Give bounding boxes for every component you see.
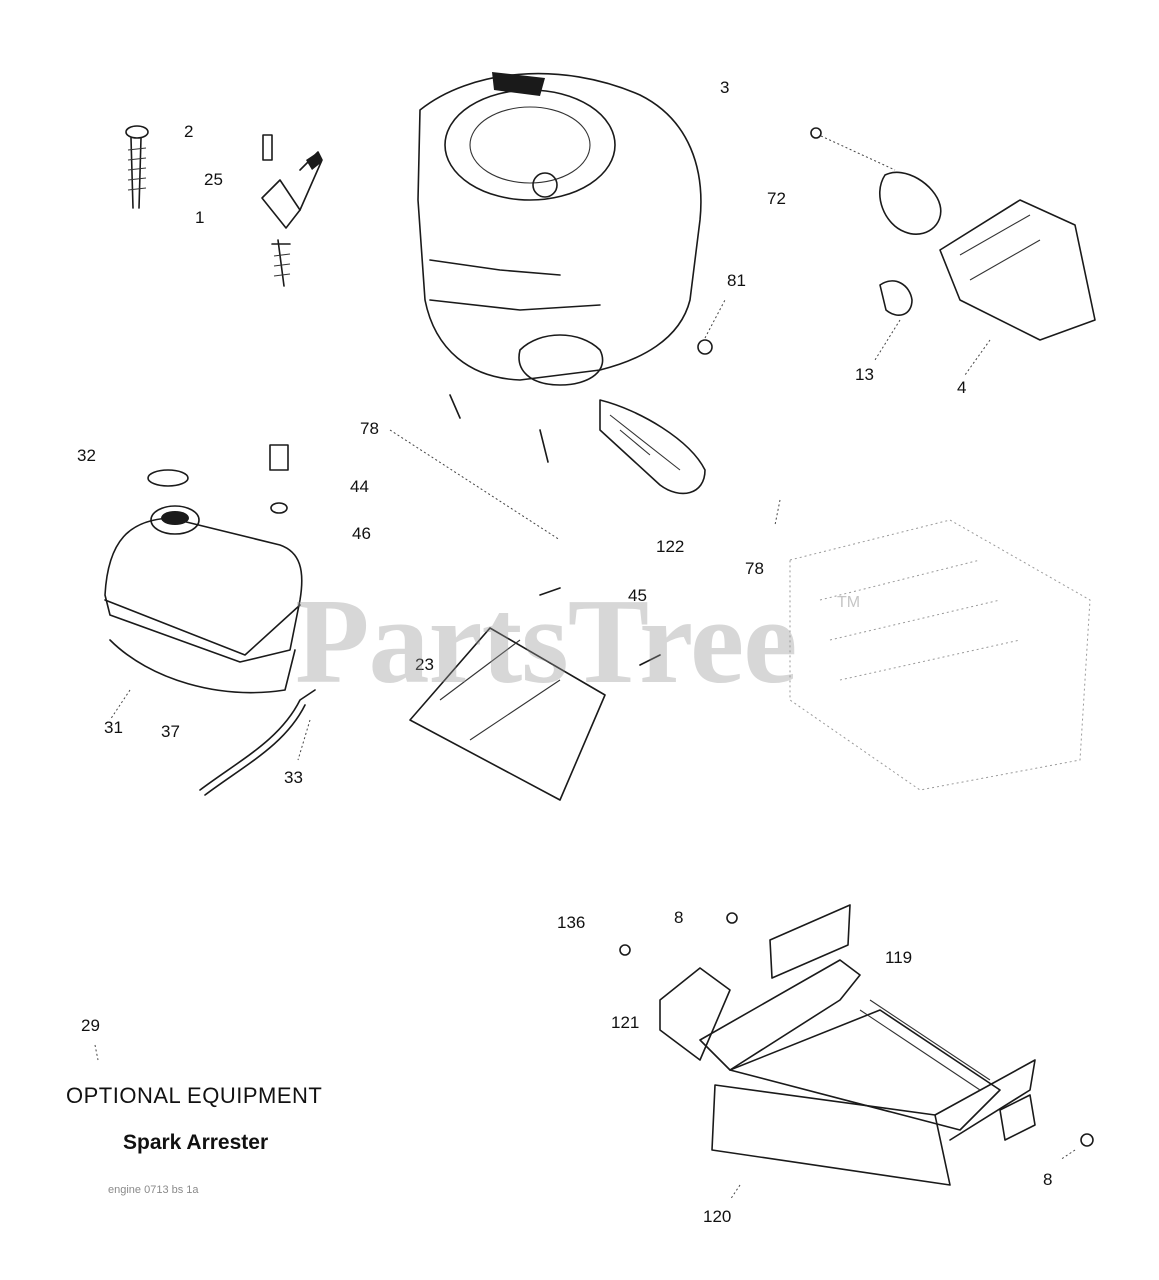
fine-print: engine 0713 bs 1a xyxy=(108,1184,199,1196)
callout-3: 3 xyxy=(720,78,729,97)
callout-72: 72 xyxy=(767,189,786,208)
callout-labels: 1 2 25 3 72 81 13 4 78 32 44 46 122 78 4… xyxy=(77,78,1052,1226)
spark-arrester-assembly xyxy=(94,904,1094,1201)
callout-1: 1 xyxy=(195,208,204,227)
callout-121: 121 xyxy=(611,1013,639,1032)
optional-equipment-title: OPTIONAL EQUIPMENT xyxy=(66,1083,323,1108)
callout-119: 119 xyxy=(885,948,912,967)
callout-8-top: 8 xyxy=(674,908,683,927)
callout-8-bottom: 8 xyxy=(1043,1170,1052,1189)
callout-31: 31 xyxy=(104,718,123,737)
background-grid-part xyxy=(789,519,1091,791)
callout-13: 13 xyxy=(855,365,874,384)
fuel-tank-part xyxy=(104,444,316,796)
trademark-mark: TM xyxy=(837,594,861,611)
spark-arrester-subtitle: Spark Arrester xyxy=(123,1131,269,1154)
callout-44: 44 xyxy=(350,477,369,496)
callout-2: 2 xyxy=(184,122,193,141)
callout-78-lower: 78 xyxy=(745,559,764,578)
callout-29: 29 xyxy=(81,1016,100,1035)
callout-4: 4 xyxy=(957,378,966,397)
callout-78-upper: 78 xyxy=(360,419,379,438)
heat-shield-part xyxy=(409,587,661,801)
callout-25: 25 xyxy=(204,170,223,189)
dipstick-bolt-group xyxy=(125,125,323,287)
leader-lines-upper xyxy=(109,429,781,761)
callout-33: 33 xyxy=(284,768,303,787)
callout-32: 32 xyxy=(77,446,96,465)
callout-45: 45 xyxy=(628,586,647,605)
callout-37: 37 xyxy=(161,722,180,741)
callout-23: 23 xyxy=(415,655,434,674)
muffler-part xyxy=(697,127,1096,376)
callout-46: 46 xyxy=(352,524,371,543)
partstree-watermark: PartsTree xyxy=(295,574,797,709)
callout-136: 136 xyxy=(557,913,585,932)
callout-120: 120 xyxy=(703,1207,731,1226)
callout-81: 81 xyxy=(727,271,746,290)
engine-part xyxy=(417,72,706,495)
callout-122: 122 xyxy=(656,537,684,556)
